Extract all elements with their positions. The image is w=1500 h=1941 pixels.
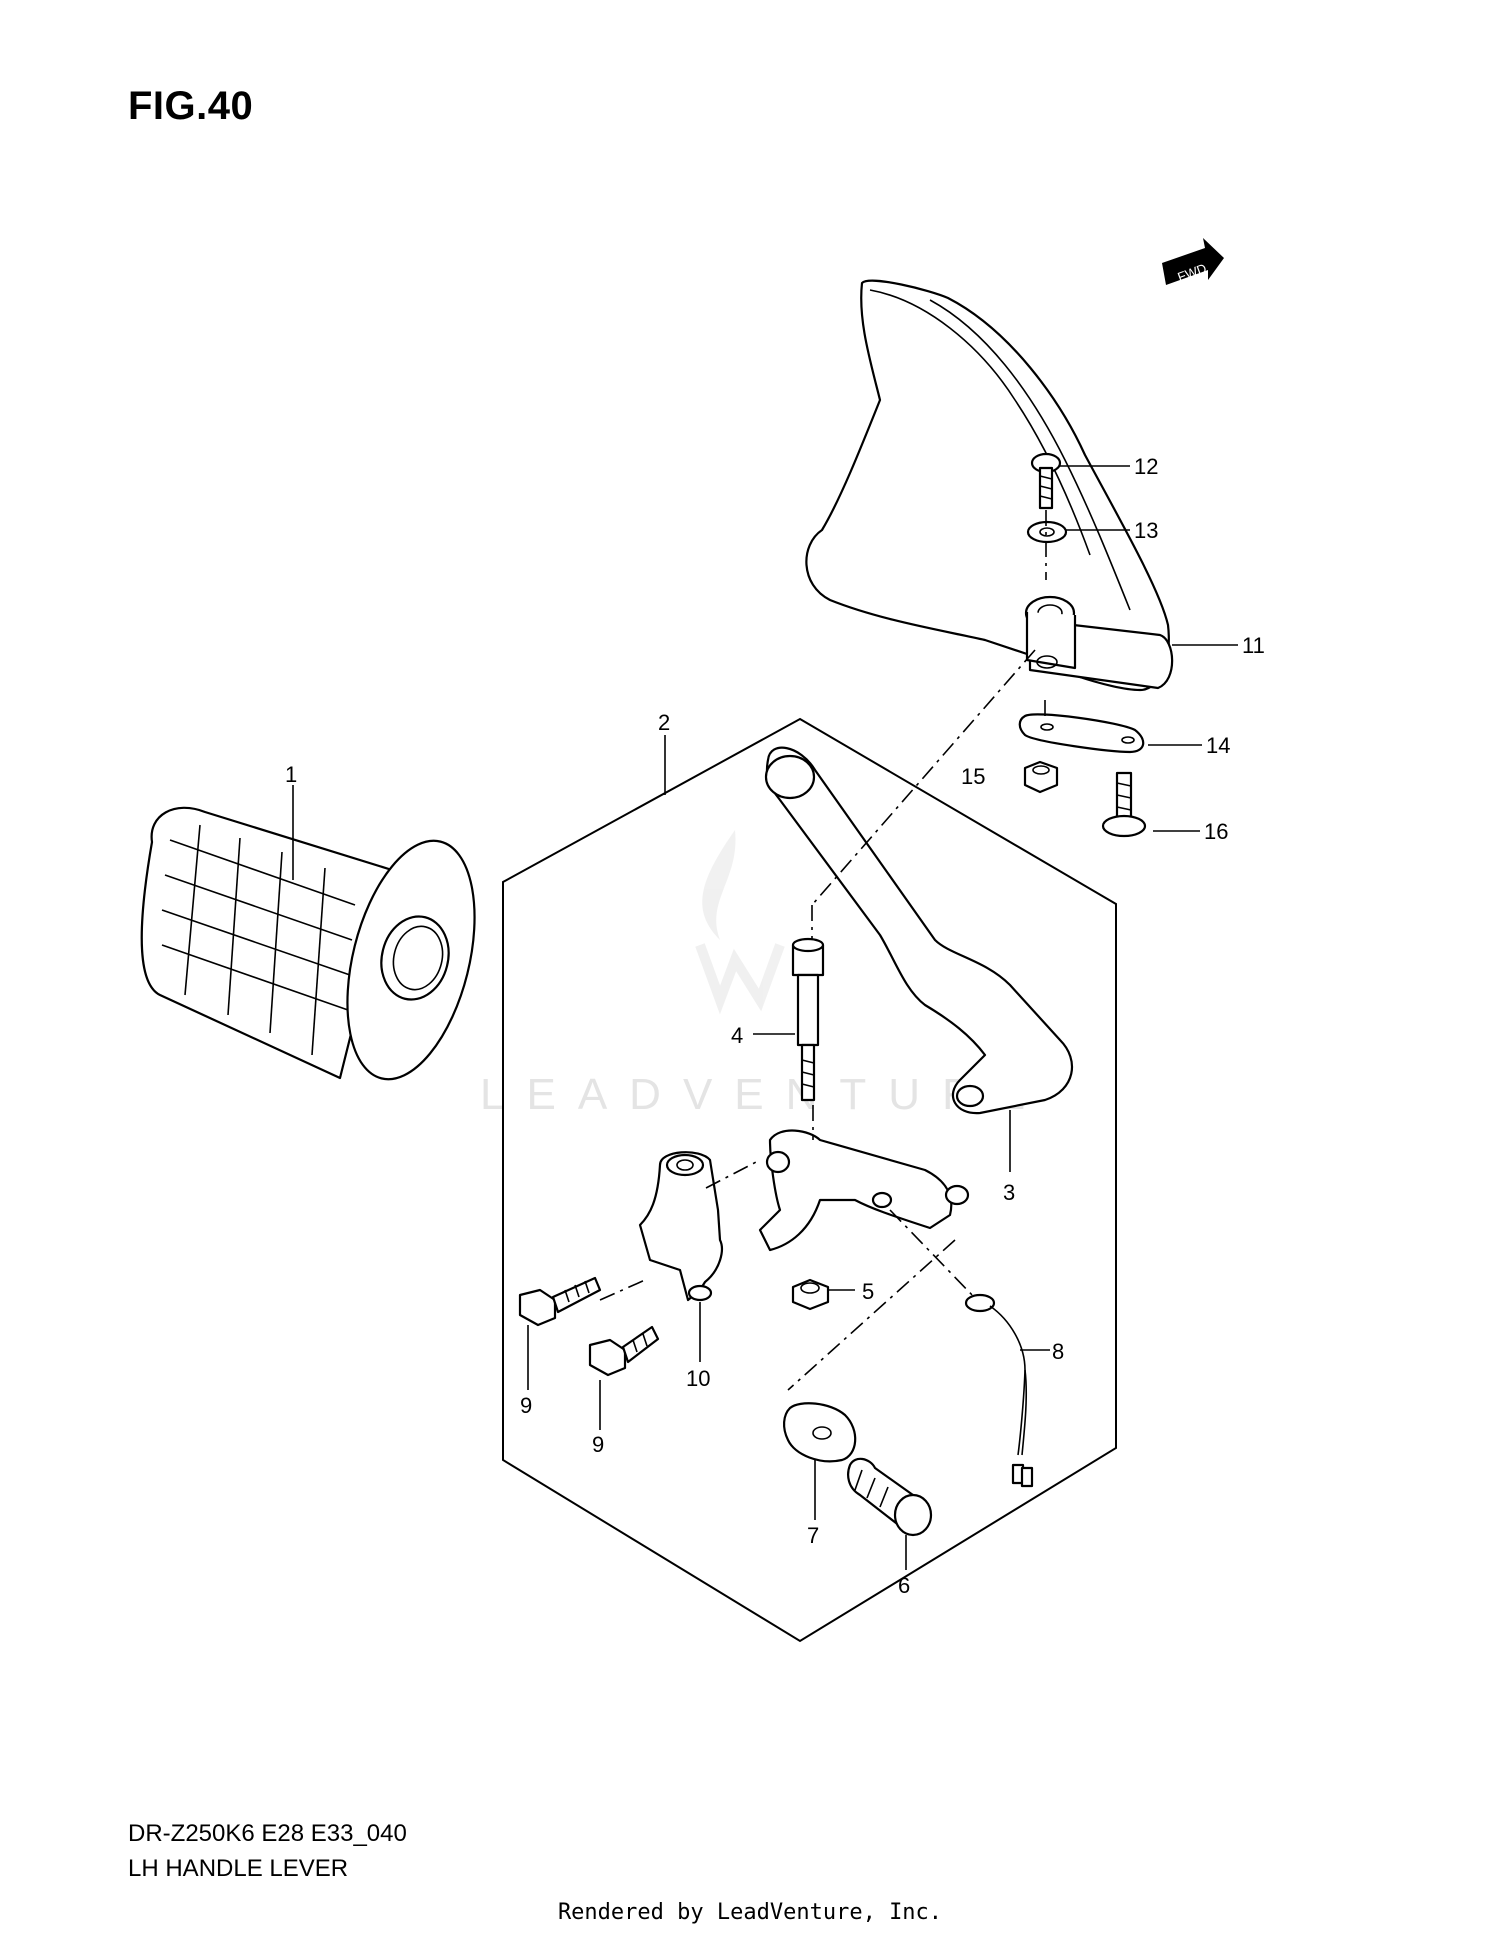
callout-labels: 1 2 3 4 5 6 7 8 9 9 10 11 12 13 14 15 16	[285, 454, 1265, 1598]
lever-holder-part	[758, 1129, 970, 1252]
watermark-logo	[695, 830, 785, 1015]
switch-part-8	[964, 1293, 1034, 1488]
callout-15: 15	[961, 764, 985, 789]
assembly-frame	[502, 717, 1117, 1643]
callout-3: 3	[1003, 1180, 1015, 1205]
callout-13: 13	[1134, 518, 1158, 543]
nut-part-15	[1023, 760, 1059, 794]
callout-5: 5	[862, 1279, 874, 1304]
callout-6: 6	[898, 1573, 910, 1598]
hand-guard-part	[805, 279, 1174, 692]
bolt-part-9b	[588, 1325, 660, 1377]
fwd-arrow: FWD	[1162, 238, 1224, 285]
leader-lines	[292, 465, 1238, 1570]
callout-8: 8	[1052, 1339, 1064, 1364]
grip-part	[140, 806, 476, 1081]
washer-part-13	[1026, 520, 1068, 544]
adjuster-part-6	[847, 1457, 933, 1537]
callout-2: 2	[658, 710, 670, 735]
bolt-part-16	[1101, 771, 1147, 838]
callout-4: 4	[731, 1023, 743, 1048]
part-group-name: LH HANDLE LEVER	[128, 1855, 349, 1882]
nut-part-5	[791, 1278, 830, 1311]
callout-12: 12	[1134, 454, 1158, 479]
figure-title: FIG.40	[128, 84, 254, 128]
clutch-lever-part	[764, 746, 1074, 1115]
cap-part-7	[783, 1402, 857, 1463]
callout-16: 16	[1204, 819, 1228, 844]
plate-part-14	[1018, 713, 1145, 754]
callout-10: 10	[686, 1366, 710, 1391]
pivot-bolt-part-4	[791, 937, 825, 1102]
holder-clamp-part	[638, 1151, 723, 1302]
callout-9a: 9	[520, 1393, 532, 1418]
screw-part-12	[1030, 452, 1062, 510]
callout-9b: 9	[592, 1432, 604, 1457]
callout-14: 14	[1206, 733, 1230, 758]
watermark: LEADVENTURE	[480, 1070, 1048, 1119]
callout-1: 1	[285, 762, 297, 787]
callout-7: 7	[807, 1523, 819, 1548]
alignment-lines	[599, 510, 1047, 1391]
bolt-part-9a	[518, 1276, 602, 1327]
rendered-by-credit: Rendered by LeadVenture, Inc.	[557, 1900, 943, 1925]
model-code: DR-Z250K6 E28 E33_040	[128, 1820, 407, 1847]
callout-11: 11	[1242, 633, 1265, 658]
